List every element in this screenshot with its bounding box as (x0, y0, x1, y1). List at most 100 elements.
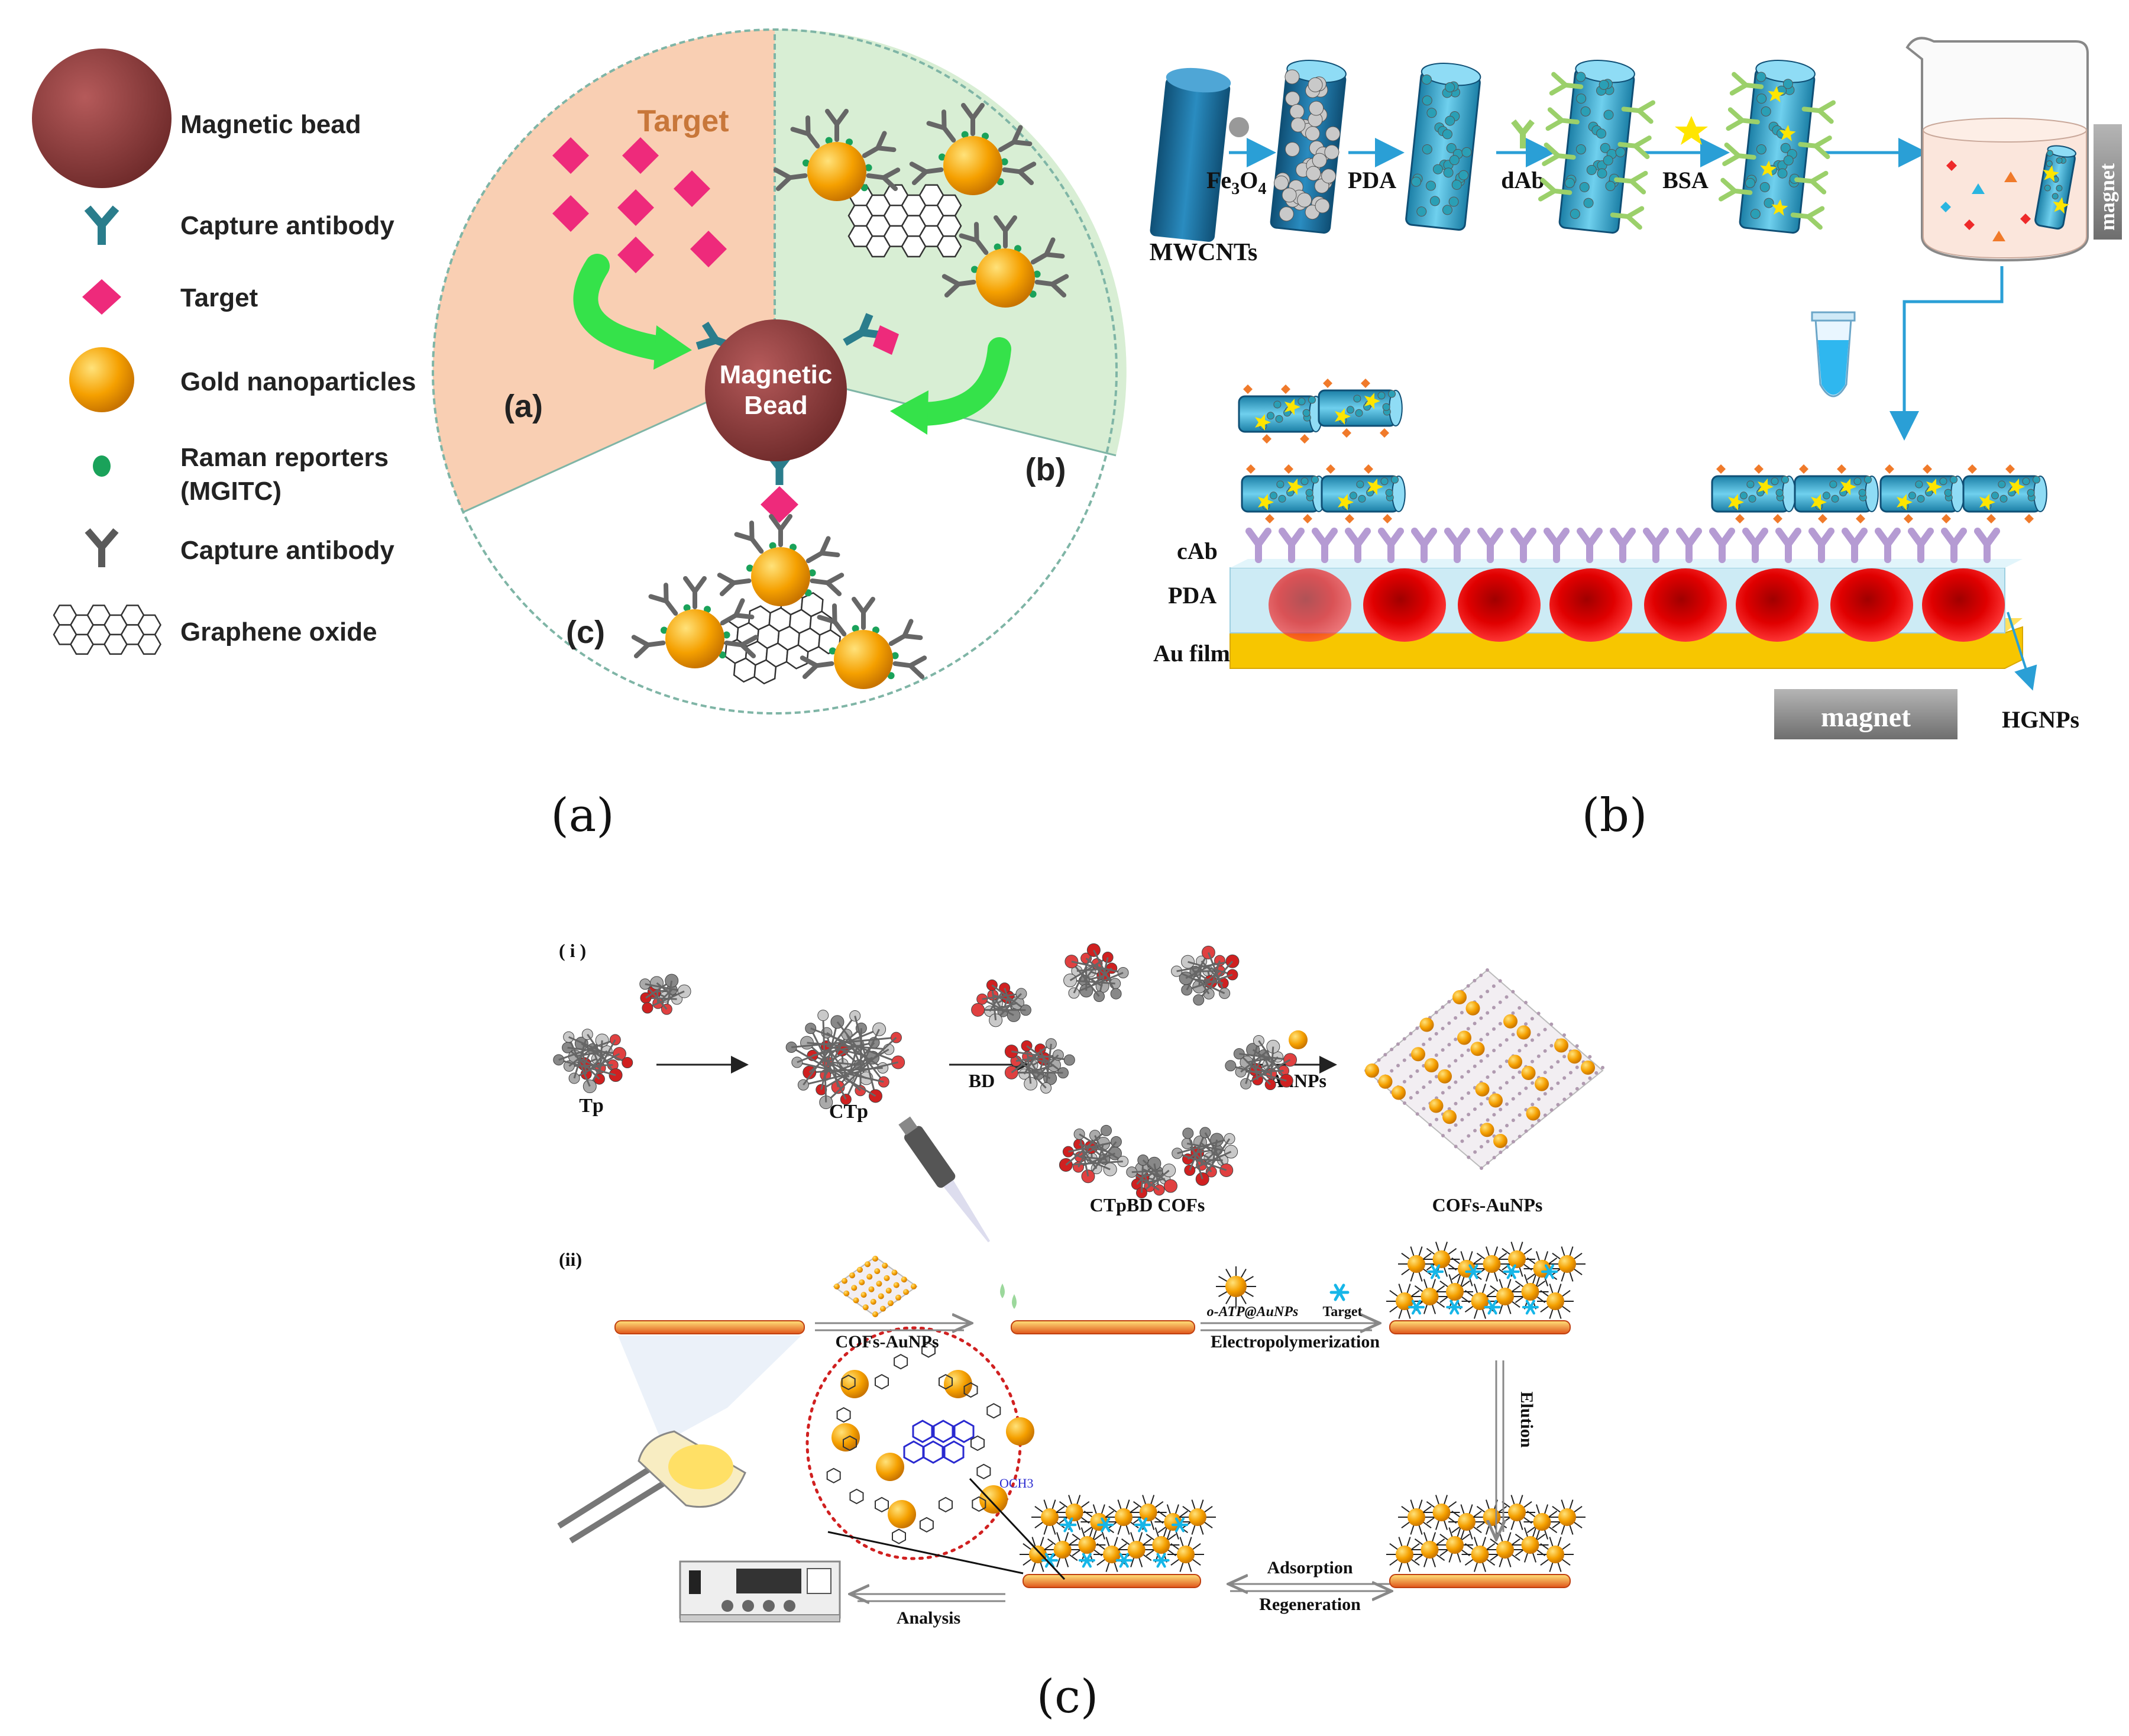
target-star (1153, 1553, 1170, 1568)
panel-b: MWCNTs Fe3O4 PDA dAb BSA magnet (1150, 37, 2122, 842)
o-atp-aunp (1105, 1499, 1142, 1535)
step-dab: dAb (1501, 167, 1544, 193)
target-star (1171, 1517, 1189, 1533)
o-atp-aunp (1398, 1499, 1435, 1535)
legend: Magnetic bead Capture antibody Target Go… (32, 49, 416, 655)
panel-a: Magnetic bead Capture antibody Target Go… (32, 28, 1127, 842)
layer-pda-label: PDA (1168, 582, 1216, 609)
o-atp-aunp (1537, 1537, 1574, 1572)
magnetic-bead-icon (32, 49, 172, 188)
target-star (1484, 1299, 1501, 1315)
o-atp-aunp (1044, 1532, 1081, 1567)
tube (1318, 389, 1403, 427)
pipette (898, 1116, 991, 1243)
panel-c: ( i ) (ii) Tp CTp BD AuNPs CTpBD COFs CO… (553, 940, 1604, 1724)
o-atp-aunp (1411, 1532, 1448, 1567)
polymer-cluster (1386, 1495, 1586, 1572)
o-atp-aunp (1473, 1246, 1510, 1282)
o-atp-aunp (1549, 1246, 1586, 1282)
o-atp-aunp (1386, 1284, 1423, 1319)
o-atp-aunp (1487, 1532, 1523, 1567)
electropolymerization-label: Electropolymerization (1211, 1332, 1380, 1352)
capture-antibody-icon (84, 205, 119, 245)
sector-label-b: (b) (1025, 452, 1066, 487)
capture-antibody-gray-icon (85, 528, 119, 567)
center-magnetic-bead (705, 319, 847, 461)
electrode (1011, 1320, 1195, 1334)
o-atp-aunp (1436, 1527, 1473, 1563)
o-atp-aunp (1549, 1499, 1586, 1535)
functionalized-tubes (1270, 60, 1836, 234)
step-fe3o4: Fe3O4 (1206, 167, 1266, 198)
target-star (1465, 1264, 1482, 1279)
au-probes (631, 103, 1069, 689)
tube (1321, 475, 1406, 513)
polymer-cluster (1020, 1495, 1216, 1572)
gold-nanoparticle (751, 547, 810, 606)
gold-nanoparticle (807, 142, 866, 201)
au-probe (909, 103, 1037, 195)
au-probe (773, 109, 901, 201)
target-star (1503, 1264, 1520, 1279)
molecule-model (785, 1010, 905, 1110)
cofs-aunps-mini-sheet (833, 1256, 918, 1317)
ctpbd-label: CTpBD COFs (1090, 1194, 1205, 1215)
electrochemical-workstation (679, 1560, 841, 1622)
o-atp-aunp (1216, 1266, 1256, 1307)
bottom-magnet (1774, 689, 1957, 739)
target-icon (82, 279, 121, 315)
target-star (1078, 1553, 1095, 1568)
led-light-source (557, 1430, 746, 1544)
aunps-label: AuNPs (1270, 1070, 1326, 1091)
tube (1718, 60, 1836, 234)
center-label-bead: Bead (744, 391, 808, 420)
hgnp (1922, 568, 2005, 642)
cofs-aunps-label: COFs-AuNPs (1432, 1194, 1543, 1215)
hgnp (1830, 568, 1913, 642)
gold-nanoparticle (665, 609, 724, 668)
electrode (1023, 1574, 1201, 1588)
target-diamonds (552, 137, 727, 273)
legend-label-raman: Raman reporters (180, 443, 389, 472)
o-atp-aunp (1167, 1537, 1204, 1572)
target-star (1541, 1264, 1558, 1279)
tube (1241, 475, 1326, 513)
layer-cab-label: cAb (1177, 538, 1218, 564)
legend-label-graphene-oxide: Graphene oxide (180, 618, 377, 646)
molecule-model (1225, 1035, 1298, 1091)
electrode (1389, 1574, 1571, 1588)
gold-nanoparticle (834, 630, 893, 689)
o-atp-aunp (1020, 1537, 1056, 1572)
beaker-to-chip-arrow (1889, 266, 2004, 441)
imprint-detail-oval (805, 1326, 1034, 1560)
au-probe (717, 514, 845, 606)
bottom-magnet-label: magnet (1821, 701, 1911, 733)
o-atp-aunp (1411, 1279, 1448, 1314)
target-small-label: Target (1322, 1304, 1362, 1320)
tube (1538, 60, 1656, 234)
hgnp (1458, 568, 1541, 642)
tp-label: Tp (579, 1095, 604, 1117)
step-bsa: BSA (1662, 167, 1709, 193)
layer-au-label: Au film (1153, 640, 1230, 667)
legend-label-magnetic-bead: Magnetic bead (180, 110, 361, 139)
cofs-aunps-arrow-label: COFs-AuNPs (835, 1332, 939, 1352)
legend-label-capture-antibody-2: Capture antibody (180, 536, 394, 565)
dab-antibody-icon (1511, 119, 1535, 148)
tube (2034, 145, 2076, 230)
polymer-cluster (1386, 1242, 1586, 1319)
mwcnt-tube (1150, 67, 1231, 242)
hgnp (1549, 568, 1632, 642)
beaker-magnet-label: magnet (2095, 163, 2119, 231)
raman-reporter-icon (93, 455, 111, 477)
molecule-model (639, 974, 691, 1015)
o-atp-aunp (1031, 1499, 1068, 1535)
tube (1794, 475, 1879, 513)
bsa-star-icon (1675, 116, 1708, 145)
o-atp-aunp (1080, 1504, 1118, 1540)
hgnps-label: HGNPs (2002, 706, 2079, 733)
au-probe (631, 576, 759, 668)
legend-label-capture-antibody: Capture antibody (180, 211, 394, 240)
graphene-oxide-icon (53, 604, 161, 655)
